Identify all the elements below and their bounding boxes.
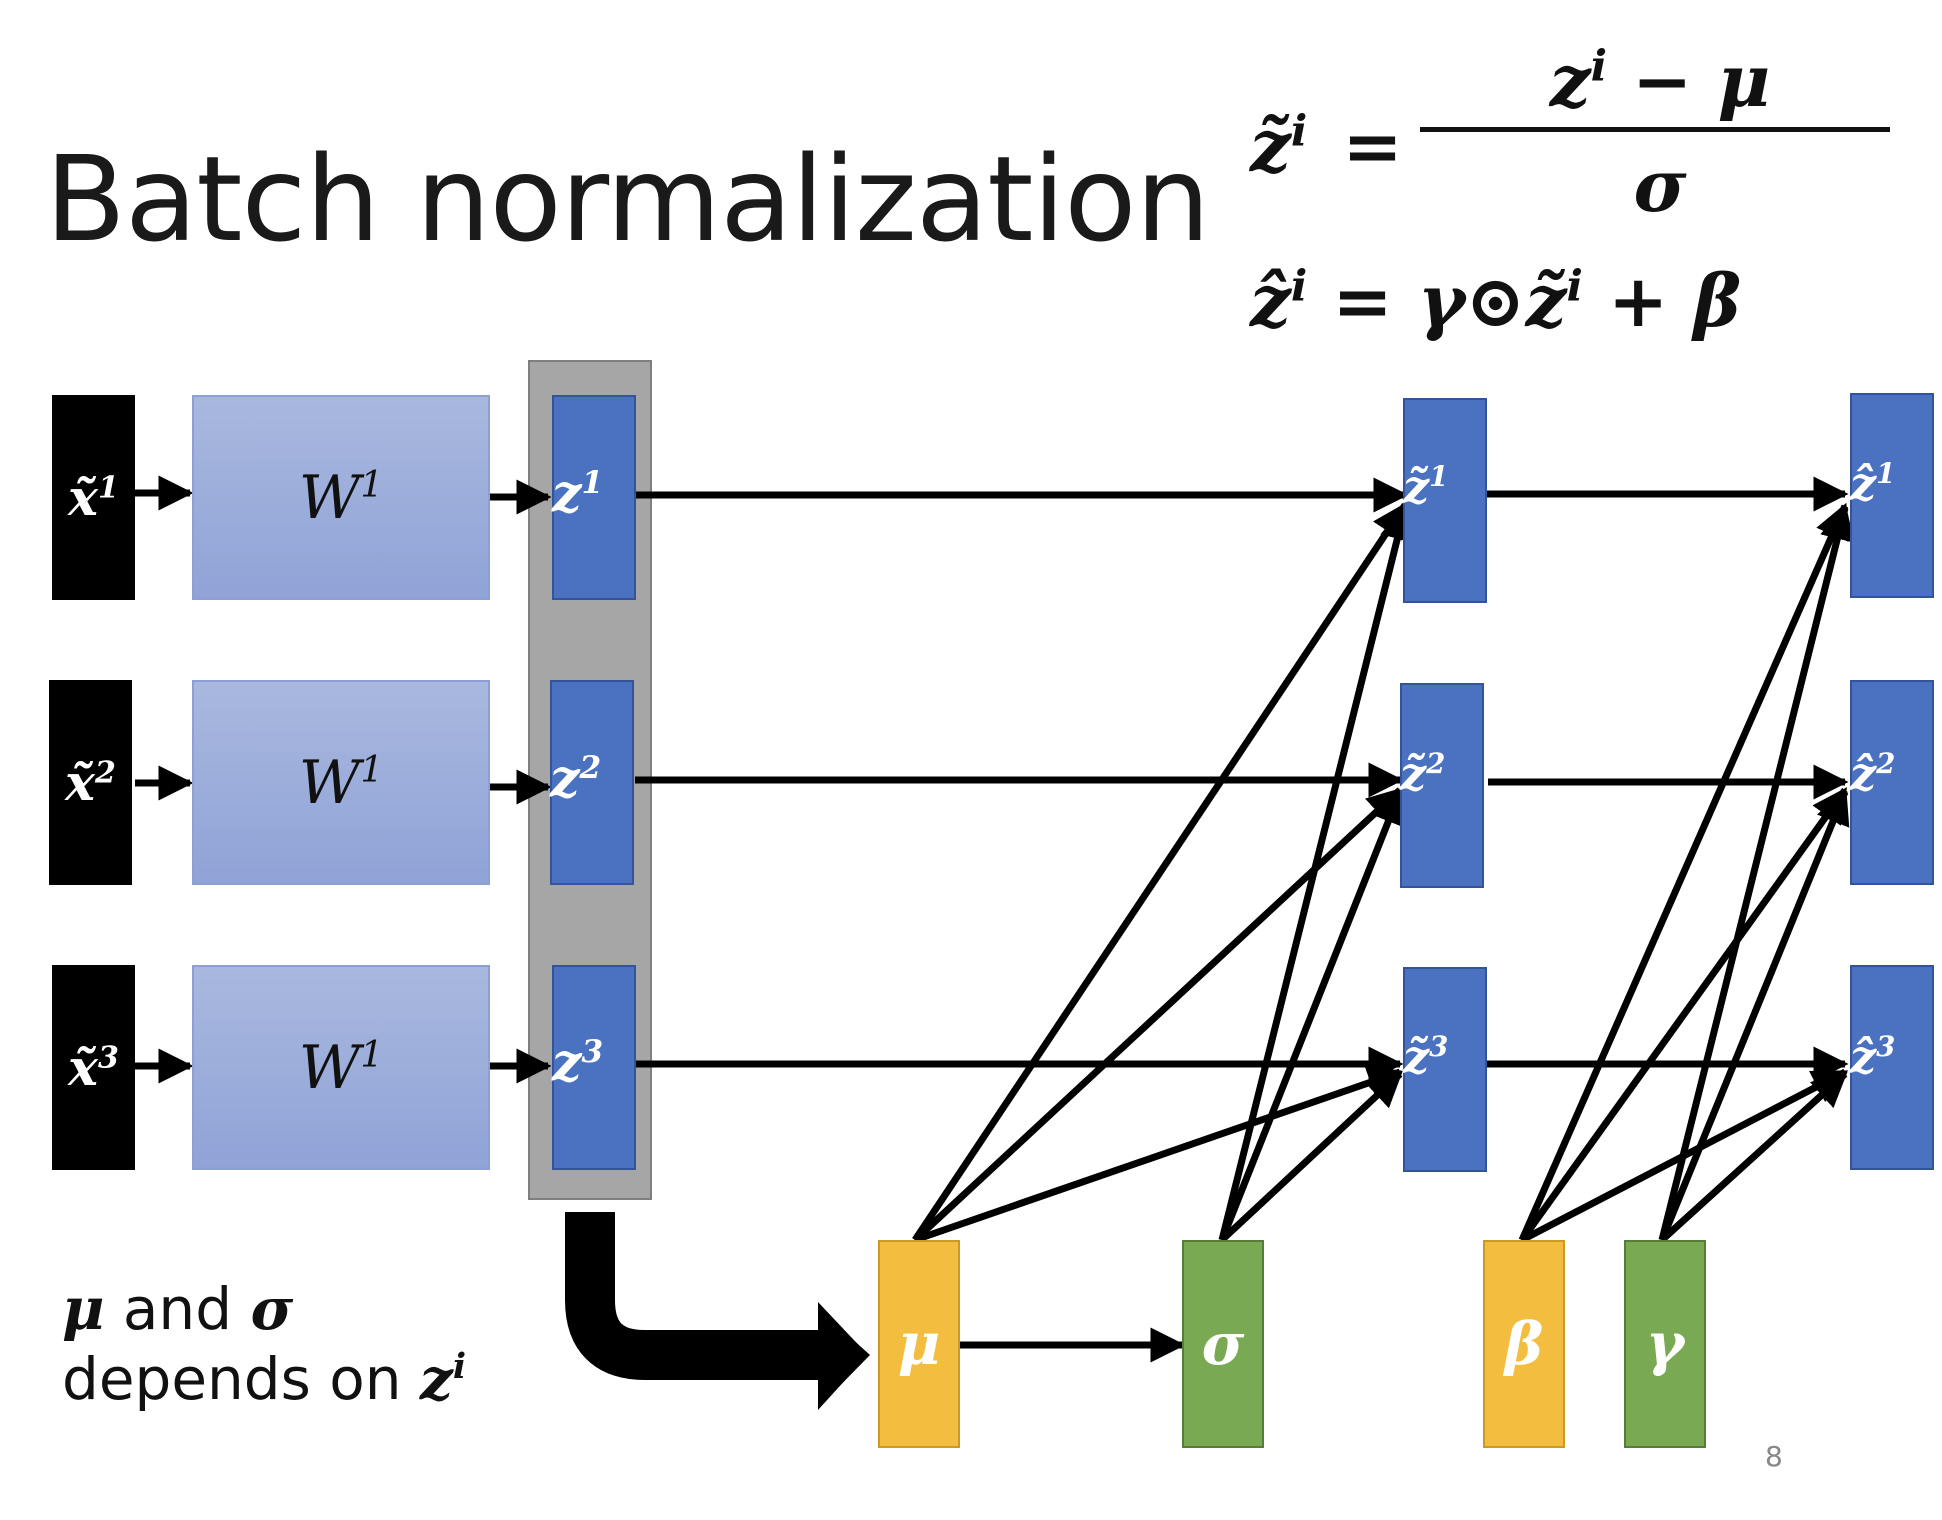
zhat-label-3: ẑ3 [1850, 1029, 1896, 1084]
note-line-2: depends on zi [62, 1344, 467, 1413]
gamma-label: γ [1645, 1310, 1685, 1378]
arrow-mu-zt3 [913, 1065, 1404, 1244]
eq1-numerator-sup: i [1590, 41, 1608, 92]
mu-label: μ [897, 1310, 941, 1378]
z-box-2 [550, 680, 634, 885]
beta-box: β [1483, 1240, 1565, 1448]
eq1-numerator: z [1549, 38, 1591, 123]
ztilde-label-3: z̃3 [1403, 1029, 1449, 1084]
input-x1: x̃1 [52, 395, 135, 600]
eq2-lhs-sup: i [1290, 261, 1308, 312]
eq1-numerator-rest: − μ [1607, 38, 1771, 123]
mu-box: μ [878, 1240, 960, 1448]
ztilde-box-2 [1400, 683, 1484, 888]
weight-box-3: W1 [192, 965, 490, 1170]
z-label-3: z3 [552, 1032, 604, 1094]
arrow-sigma-zt2 [1218, 788, 1405, 1242]
big-curved-arrow [565, 1212, 830, 1380]
eq2-sup2: i [1566, 261, 1583, 312]
eq2-end: + β [1582, 258, 1742, 343]
sigma-box: σ [1182, 1240, 1264, 1448]
arrow-gamma-zh2 [1658, 788, 1850, 1242]
z-box-1 [552, 395, 636, 600]
input-x3: x̃3 [52, 965, 135, 1170]
eq1-equals: = [1342, 103, 1403, 188]
page-number: 8 [1765, 1440, 1783, 1473]
zhat-label-2: ẑ2 [1850, 746, 1896, 801]
arrow-sigma-zt3 [1219, 1071, 1403, 1243]
eq1-denominator: σ [1633, 143, 1687, 228]
arrow-mu-zt2 [912, 787, 1403, 1243]
weight-box-1: W1 [192, 395, 490, 600]
sigma-label: σ [1201, 1310, 1245, 1378]
dependency-note: μ and σ depends on zi [62, 1275, 466, 1414]
input-x2: x̃2 [49, 680, 132, 885]
ztilde-label-2: z̃2 [1400, 746, 1446, 801]
eq1-lhs-sup: i [1290, 106, 1308, 157]
arrow-mu-zt1 [912, 502, 1408, 1242]
arrow-sigma-zt1 [1218, 504, 1415, 1241]
z-box-3 [552, 965, 636, 1170]
arrow-gamma-zh3 [1659, 1071, 1848, 1243]
equation-normalize: z̃i = zi − μ σ [1250, 45, 1890, 240]
ztilde-box-1 [1403, 398, 1487, 603]
zhat-box-3 [1850, 965, 1934, 1170]
zhat-box-2 [1850, 680, 1934, 885]
z-label-2: z2 [550, 748, 602, 810]
gamma-box: γ [1624, 1240, 1706, 1448]
note-line-1: μ and σ [62, 1275, 294, 1343]
zhat-label-1: ẑ1 [1850, 456, 1896, 511]
arrow-gamma-zh1 [1658, 504, 1855, 1241]
arrow-beta-zh1 [1518, 502, 1849, 1242]
eq2-rest: = γ⊙z̃ [1307, 258, 1567, 343]
ztilde-label-1: z̃1 [1403, 459, 1449, 514]
eq2-lhs: ẑ [1250, 258, 1291, 343]
z-label-1: z1 [552, 463, 604, 525]
fraction-bar [1420, 127, 1890, 132]
weight-box-2: W1 [192, 680, 490, 885]
zhat-box-1 [1850, 393, 1934, 598]
equation-scale-shift: ẑi = γ⊙z̃i + β [1250, 265, 1741, 337]
ztilde-box-3 [1403, 967, 1487, 1172]
page-title: Batch normalization [45, 130, 1210, 268]
eq1-lhs: z̃ [1250, 103, 1291, 188]
arrow-beta-zh2 [1519, 787, 1848, 1243]
beta-label: β [1504, 1310, 1544, 1378]
